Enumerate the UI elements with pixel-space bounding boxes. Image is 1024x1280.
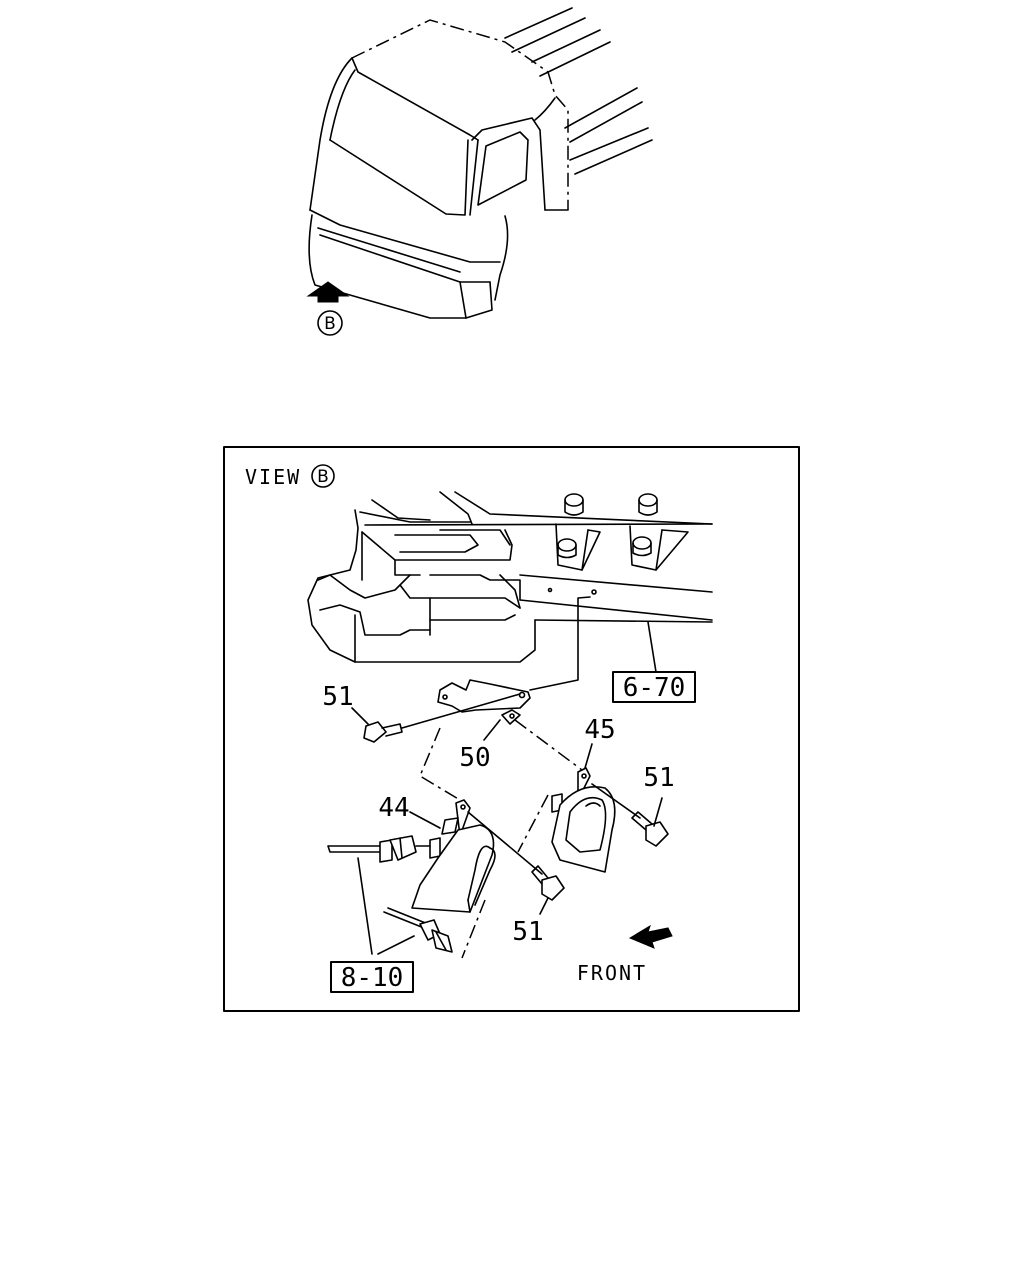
callout-horn-low: 44 (378, 793, 409, 823)
guide-line-mid (517, 794, 549, 853)
ref-harness-label: 8-10 (341, 963, 404, 993)
guide-line-right (514, 719, 583, 771)
bolt-lower: 51 (467, 811, 565, 947)
front-frame-structure (307, 491, 713, 663)
view-title-text: VIEW (245, 465, 301, 489)
front-label: FRONT (577, 961, 647, 985)
horn-wiring-connectors (327, 835, 453, 955)
horn-high: 45 (551, 715, 616, 873)
view-title: VIEW B (245, 464, 335, 489)
truck-cab-illustration: B (306, 7, 653, 336)
callout-bolt-right: 51 (643, 763, 674, 793)
ref-box-frame: 6-70 (612, 621, 696, 703)
horn-low: 44 (378, 793, 496, 913)
front-arrow (628, 924, 673, 949)
guide-line-lower (461, 899, 486, 959)
callout-bolt-upper-left: 51 (322, 682, 353, 712)
callout-bolt-lower: 51 (512, 917, 543, 947)
detail-view-frame (223, 446, 800, 1012)
view-direction-arrow (306, 281, 350, 303)
bolt-right: 51 (591, 763, 675, 847)
bolt-upper-left: 51 (322, 682, 521, 743)
callout-horn-high: 45 (584, 715, 615, 745)
view-marker-top: B (324, 314, 336, 334)
horn-bracket: 50 (437, 596, 591, 773)
guide-line-left (419, 727, 461, 801)
callout-bracket: 50 (459, 743, 490, 773)
ref-box-harness: 8-10 (330, 961, 414, 993)
view-marker-circle (317, 310, 343, 336)
front-direction: FRONT (577, 924, 673, 985)
ref-frame-label: 6-70 (623, 673, 686, 703)
view-marker-detail: B (317, 467, 329, 487)
